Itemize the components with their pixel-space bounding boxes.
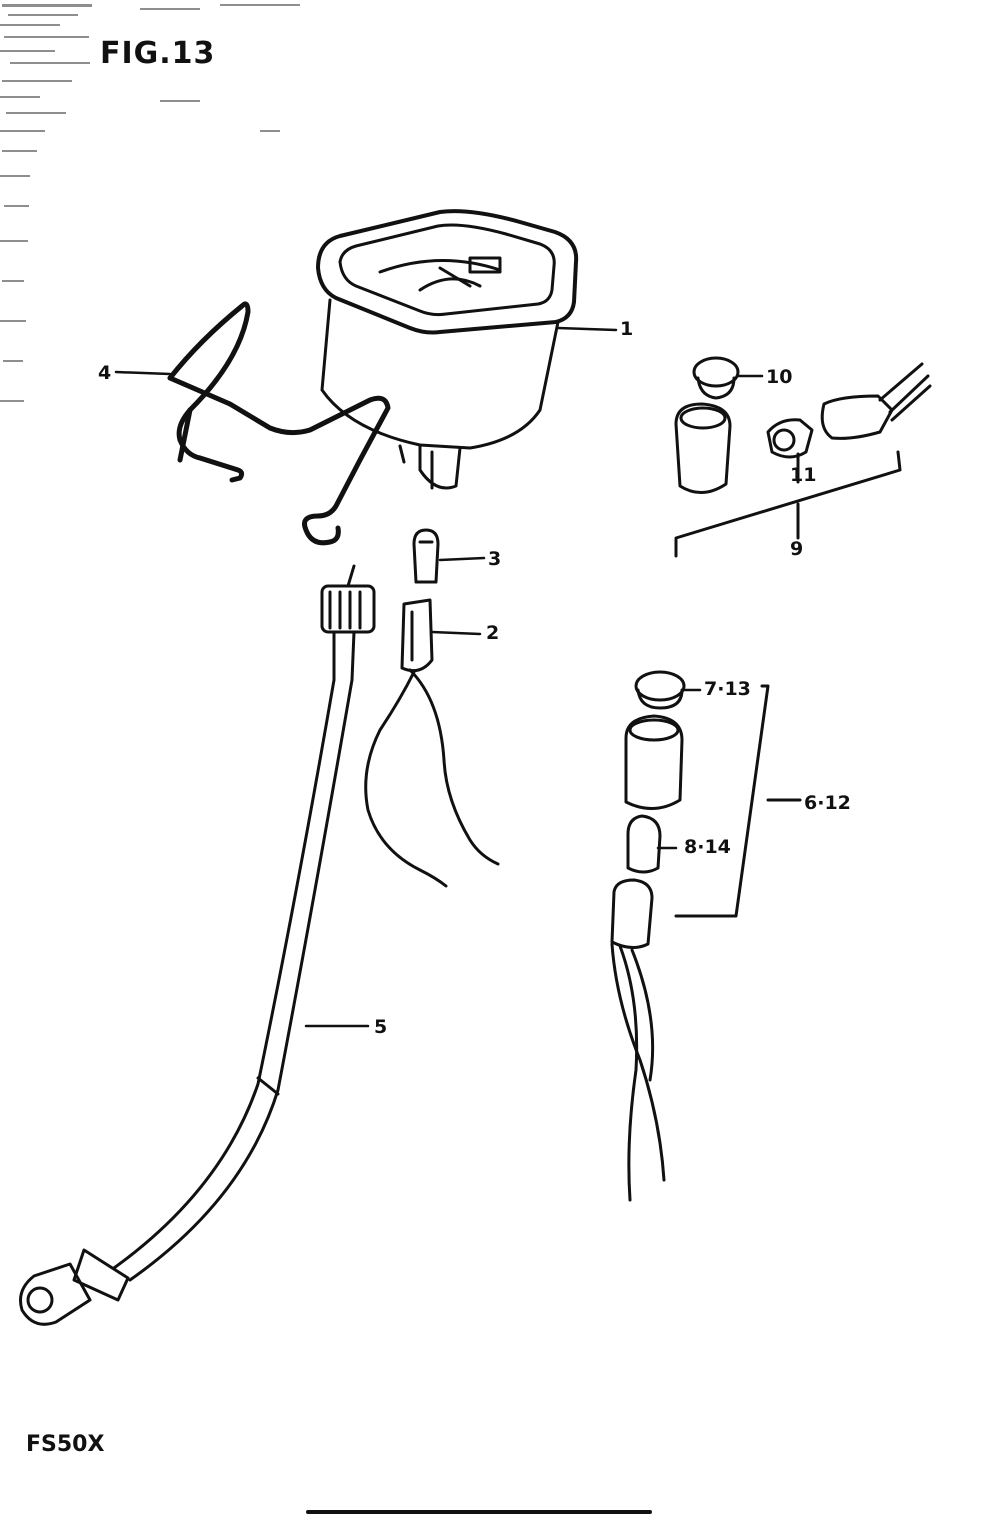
speedometer-cable xyxy=(19,564,376,1326)
callout-6-12: 6·12 xyxy=(804,792,851,814)
model-label: FS50X xyxy=(26,1432,105,1457)
callout-4: 4 xyxy=(98,362,112,384)
callout-3: 3 xyxy=(488,548,502,570)
callout-5: 5 xyxy=(374,1016,388,1038)
indicator-lamp-part-9 xyxy=(674,362,932,558)
cap-part-10 xyxy=(692,356,740,400)
callout-1: 1 xyxy=(620,318,634,340)
callout-10: 10 xyxy=(766,366,793,388)
callout-8-14: 8·14 xyxy=(684,836,731,858)
callout-9: 9 xyxy=(790,538,804,560)
bulb-part-3 xyxy=(412,528,440,584)
scan-noise xyxy=(0,4,300,402)
callout-11: 11 xyxy=(790,464,817,486)
callout-7-13: 7·13 xyxy=(704,678,751,700)
callout-2: 2 xyxy=(486,622,500,644)
indicator-lamp-part-6 xyxy=(610,670,802,1202)
figure-title: FIG.13 xyxy=(100,36,216,71)
callout-leaders xyxy=(114,326,764,1028)
speedometer-assembly xyxy=(316,209,579,490)
bracket-wire xyxy=(167,301,391,546)
socket-part-2 xyxy=(364,598,500,888)
